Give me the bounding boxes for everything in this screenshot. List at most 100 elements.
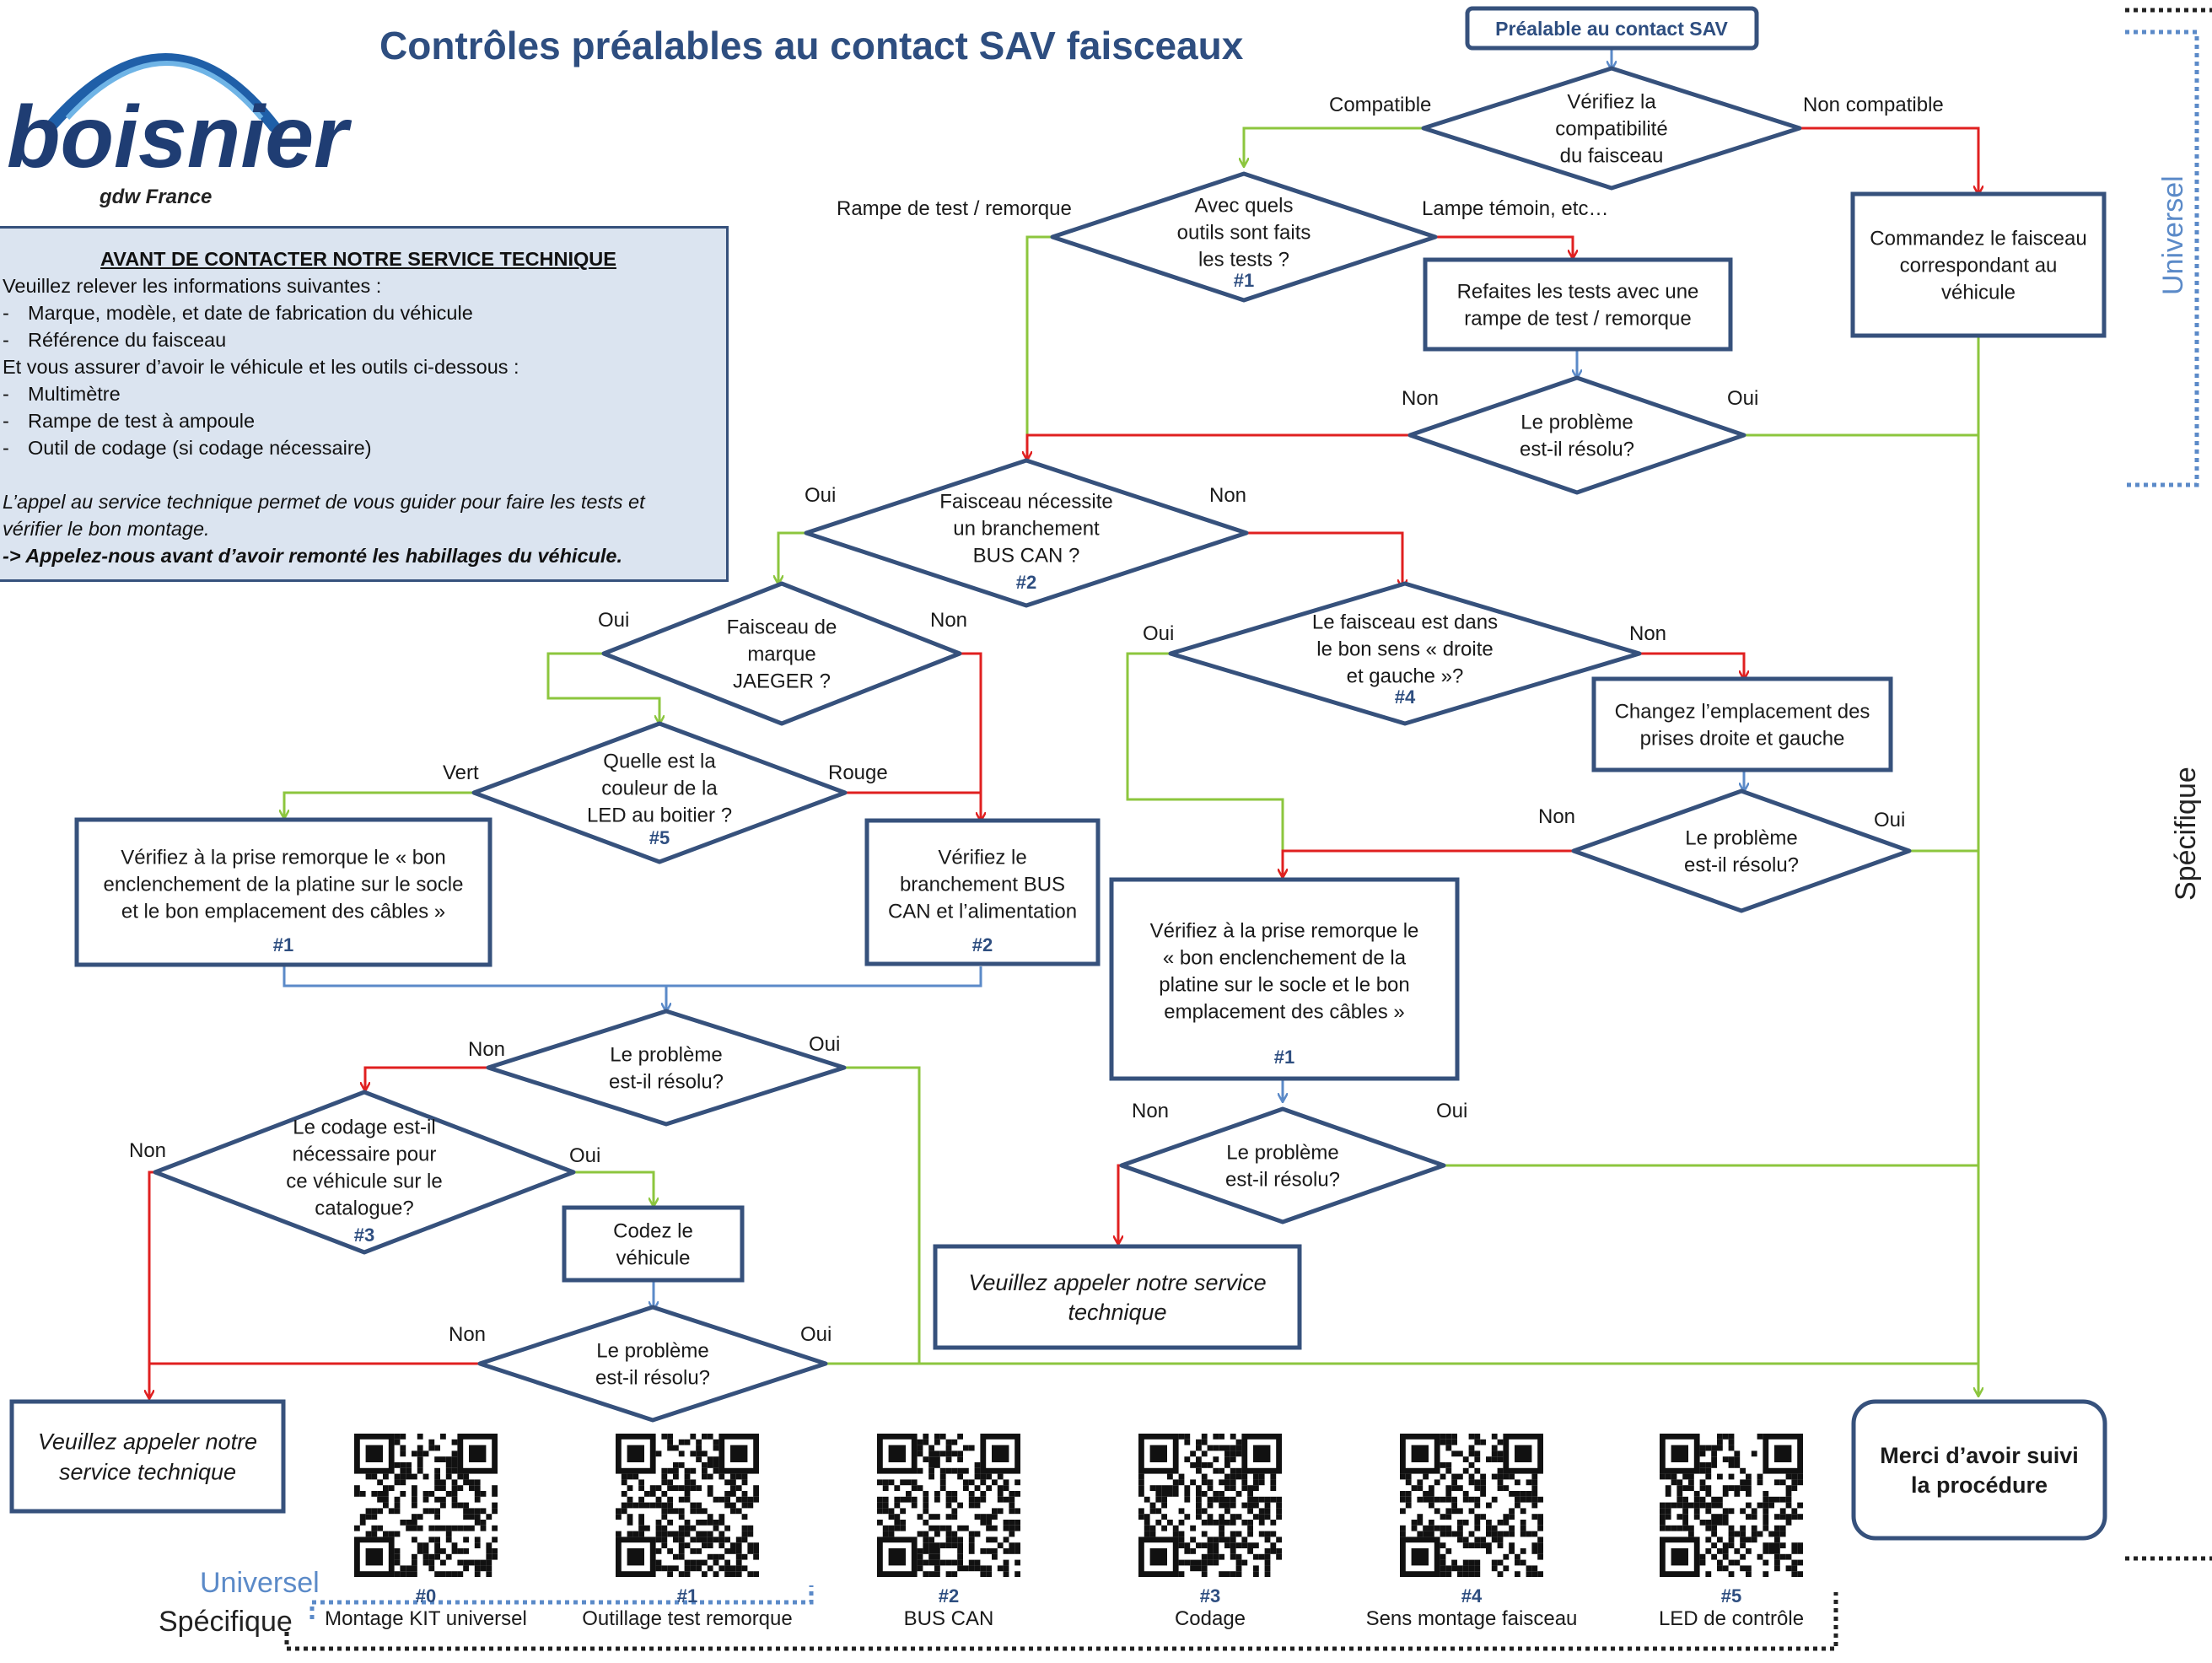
b_appel_right-text: Veuillez appeler notre service	[968, 1270, 1266, 1295]
d-compat-decision: Vérifiez la compatibilité du faisceau	[1421, 66, 1802, 191]
legend-brackets	[284, 8, 2212, 1651]
d_buscan-tag: #2	[1016, 572, 1036, 593]
b_verif_bus-tag: #2	[972, 934, 993, 955]
edge-label-non: Non	[468, 1038, 505, 1061]
list-item: Multimètre	[28, 380, 714, 407]
edge-label-oui: Oui	[1436, 1100, 1467, 1122]
edge-label-oui: Oui	[1874, 809, 1905, 832]
instructions-para2: vérifier le bon montage.	[3, 518, 210, 540]
legend-universel-right: Universel	[2157, 175, 2189, 295]
d_codage-tag: #3	[354, 1224, 374, 1246]
instructions-para3: -> Appelez-nous avant d’avoir remonté le…	[3, 545, 623, 567]
d_led-text: LED au boitier ?	[587, 804, 732, 826]
b_verif_left-text: Vérifiez à la prise remorque le « bon	[121, 846, 446, 869]
qr-tag: #1	[677, 1585, 697, 1606]
b_merci-text: Merci d’avoir suivi	[1880, 1443, 2079, 1468]
b_verif_left-text: et le bon emplacement des câbles »	[121, 900, 445, 923]
b_verif_right-text: emplacement des câbles »	[1164, 1000, 1405, 1023]
start-text: Préalable au contact SAV	[1495, 18, 1728, 40]
connector-red	[1641, 652, 1744, 679]
d-resolu1-decision: Le problème est-il résolu?	[1407, 375, 1746, 495]
d_sens-text: le bon sens « droite	[1316, 638, 1493, 660]
connector-green	[1244, 126, 1424, 166]
connector-green	[846, 1066, 921, 1363]
d_sens-text: Le faisceau est dans	[1312, 611, 1498, 633]
list-item: Outil de codage (si codage nécessaire)	[28, 434, 714, 461]
b-appel_right-box: Veuillez appeler notre service technique	[933, 1244, 1302, 1350]
qr-label: Codage	[1175, 1607, 1246, 1630]
d_resolu5-text: est-il résolu?	[595, 1366, 710, 1389]
d_resolu1-text: Le problème	[1520, 411, 1633, 433]
edge-label-oui: Oui	[1143, 622, 1174, 645]
connector-green	[573, 1171, 654, 1206]
b_appel_right-text: technique	[1068, 1300, 1166, 1325]
d_resolu4-text: est-il résolu?	[1225, 1168, 1340, 1191]
b_verif_bus-text: Vérifiez le	[938, 846, 1026, 869]
edge-label-oui: Oui	[598, 609, 629, 632]
d_led-text: couleur de la	[601, 777, 718, 799]
b_refaites-text: rampe de test / remorque	[1464, 307, 1691, 330]
instructions-para1: L’appel au service technique permet de v…	[3, 491, 645, 513]
d_resolu1-text: est-il résolu?	[1520, 438, 1634, 460]
b_refaites-text: Refaites les tests avec une	[1457, 280, 1699, 303]
b_appel_left-text: Veuillez appeler notre	[38, 1429, 257, 1454]
b_verif_left-tag: #1	[273, 934, 293, 955]
edge-label-non: Non	[1629, 622, 1666, 645]
boisnier-logo: boisnier gdw France	[7, 53, 353, 208]
d_codage-text: catalogue?	[315, 1197, 413, 1219]
qr-tag: #2	[939, 1585, 959, 1606]
b_verif_left-text: enclenchement de la platine sur le socle	[104, 873, 464, 896]
qr-tag: #0	[416, 1585, 436, 1606]
connector-green	[1126, 652, 1283, 877]
edge-label-rouge: Rouge	[828, 762, 888, 784]
d_resolu3-text: Le problème	[610, 1043, 722, 1066]
instructions-intro: Veuillez relever les informations suivan…	[3, 275, 382, 297]
b_verif_right-text: platine sur le socle et le bon	[1159, 973, 1410, 996]
edge-label-oui: Oui	[805, 484, 836, 507]
b_changez-text: prises droite et gauche	[1640, 727, 1845, 750]
d_compat-text: compatibilité	[1555, 117, 1667, 140]
d_resolu4-text: Le problème	[1226, 1141, 1338, 1164]
connector-red	[1283, 849, 1574, 877]
edge-label-oui: Oui	[800, 1323, 832, 1346]
connector-red	[365, 1066, 487, 1090]
b_verif_right-text: « bon enclenchement de la	[1163, 946, 1407, 969]
connector-red	[1027, 433, 1411, 460]
edge-label-non: Non	[129, 1139, 166, 1162]
list-item: Rampe de test à ampoule	[28, 407, 714, 434]
edge-label-non: Non	[930, 609, 967, 632]
d_compat-text: Vérifiez la	[1567, 90, 1656, 113]
b_codez-text: Codez le	[613, 1219, 693, 1242]
connector-red	[958, 652, 981, 821]
d_compat-text: du faisceau	[1560, 144, 1664, 167]
b_verif_bus-text: branchement BUS	[900, 873, 1065, 896]
qr-tag: #4	[1461, 1585, 1483, 1606]
d_outils-text: les tests ?	[1198, 248, 1289, 271]
list-item: Marque, modèle, et date de fabrication d…	[28, 299, 714, 326]
nodes: Préalable au contact SAV Vérifiez la compa…	[9, 6, 2107, 1541]
d_resolu2-text: est-il résolu?	[1684, 853, 1799, 876]
connector-red	[1799, 126, 1978, 194]
b_verif_right-text: Vérifiez à la prise remorque le	[1150, 919, 1419, 942]
d-sens-decision: Le faisceau est dans le bon sens « droite…	[1168, 581, 1642, 726]
qr-label: Sens montage faisceau	[1366, 1607, 1578, 1630]
d_codage-text: Le codage est-il	[293, 1116, 435, 1138]
connector-green	[284, 791, 474, 818]
b_verif_right-tag: #1	[1274, 1047, 1294, 1068]
d_jaeger-text: Faisceau de	[727, 616, 837, 638]
d_resolu3-text: est-il résolu?	[609, 1070, 724, 1093]
